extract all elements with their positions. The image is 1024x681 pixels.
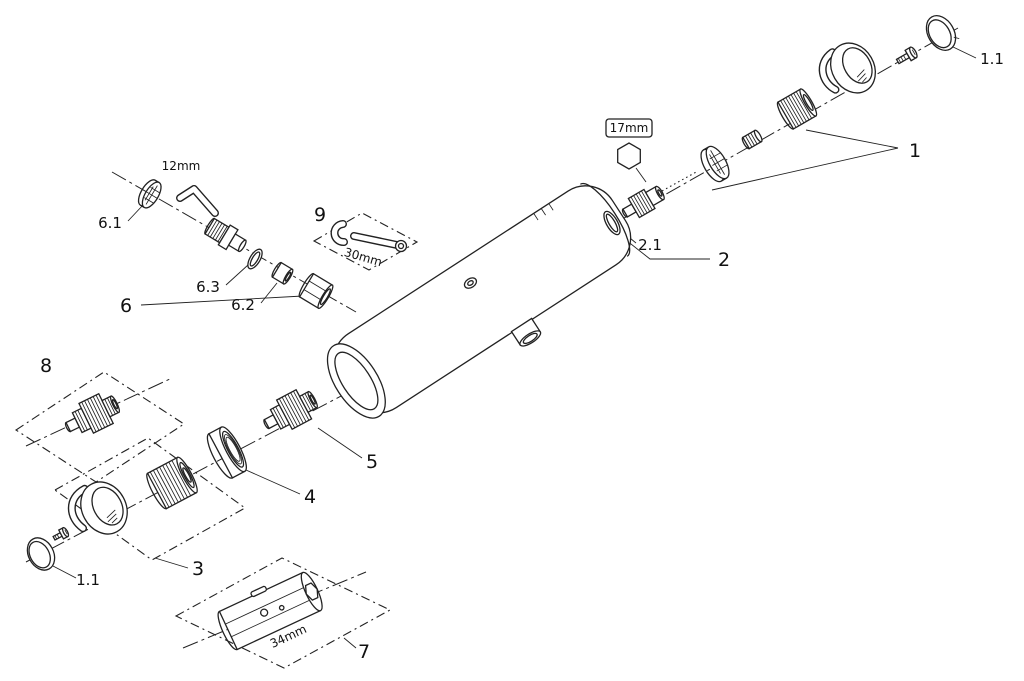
label-part-1-1-top: 1.1 xyxy=(980,50,1004,68)
dim-wrench: 30mm xyxy=(343,245,384,269)
box-part3 xyxy=(53,437,247,561)
strainer-disc xyxy=(700,145,730,183)
hex-size-callout-box xyxy=(605,118,653,138)
leader-part6 xyxy=(140,295,304,306)
bushing-6-2 xyxy=(271,261,294,285)
oval-cover-cap-bottom xyxy=(26,537,56,571)
retaining-ring-4 xyxy=(206,426,247,479)
label-part-3: 3 xyxy=(192,558,204,580)
leader-part6-1 xyxy=(127,203,145,222)
dotted-connector xyxy=(661,170,699,192)
knurled-handle-hub xyxy=(776,88,818,130)
leader-part1-a xyxy=(711,147,899,191)
dim-hex-nut: 17mm xyxy=(610,121,649,135)
box-part8 xyxy=(14,371,186,483)
socket-tool-7 xyxy=(217,571,323,651)
leader-hex-nut xyxy=(635,167,647,183)
dim-allen-key: 12mm xyxy=(162,159,201,173)
label-part-1-1-bottom: 1.1 xyxy=(76,571,100,589)
label-part-2: 2 xyxy=(718,249,730,271)
thermostat-cartridge-8 xyxy=(64,392,121,434)
handle-screw-bottom xyxy=(52,526,70,541)
knurled-knob-3 xyxy=(146,456,198,510)
label-part-6-1: 6.1 xyxy=(98,214,122,232)
oval-cover-cap-top xyxy=(925,15,960,51)
leader-part1-b xyxy=(805,129,899,149)
label-part-6-3: 6.3 xyxy=(196,278,220,296)
label-part-6: 6 xyxy=(120,295,132,317)
axis-part7 xyxy=(182,571,367,649)
threaded-adapter xyxy=(204,217,247,253)
label-part-6-2: 6.2 xyxy=(231,296,255,314)
mixer-body xyxy=(326,182,632,419)
leader-part6-3 xyxy=(225,264,249,286)
thermostat-cartridge-5 xyxy=(263,388,318,431)
thermostat-cartridge-2-1 xyxy=(621,185,665,219)
leader-part6-2 xyxy=(260,282,278,304)
handle-screw xyxy=(895,46,918,65)
hex-nut-icon xyxy=(617,142,641,170)
leader-part5 xyxy=(317,427,363,459)
o-ring-6-3 xyxy=(247,248,263,270)
leader-part1-1-bottom xyxy=(52,565,77,579)
allen-key xyxy=(176,185,219,217)
inlet-strainer-6-1 xyxy=(137,179,162,209)
leader-part1-1-top xyxy=(950,45,977,59)
label-part-4: 4 xyxy=(304,486,316,508)
label-part-5: 5 xyxy=(366,451,378,473)
leader-part7 xyxy=(343,637,357,649)
lever-handle-housing-1 xyxy=(818,42,877,94)
label-part-8: 8 xyxy=(40,355,52,377)
leader-part3 xyxy=(154,557,189,569)
label-part-2-1: 2.1 xyxy=(638,236,662,254)
union-nut xyxy=(298,272,334,310)
box-part9 xyxy=(312,212,419,271)
axis-lower xyxy=(25,365,399,563)
leader-part4 xyxy=(245,469,301,495)
lever-handle-housing-3 xyxy=(67,481,128,535)
box-part7 xyxy=(174,557,392,669)
o-ring-2 xyxy=(603,210,621,236)
label-part-1: 1 xyxy=(909,140,921,162)
spindle-adapter xyxy=(741,129,763,150)
label-part-9: 9 xyxy=(314,204,326,226)
label-part-7: 7 xyxy=(358,641,370,663)
open-end-wrench-9 xyxy=(330,220,408,253)
